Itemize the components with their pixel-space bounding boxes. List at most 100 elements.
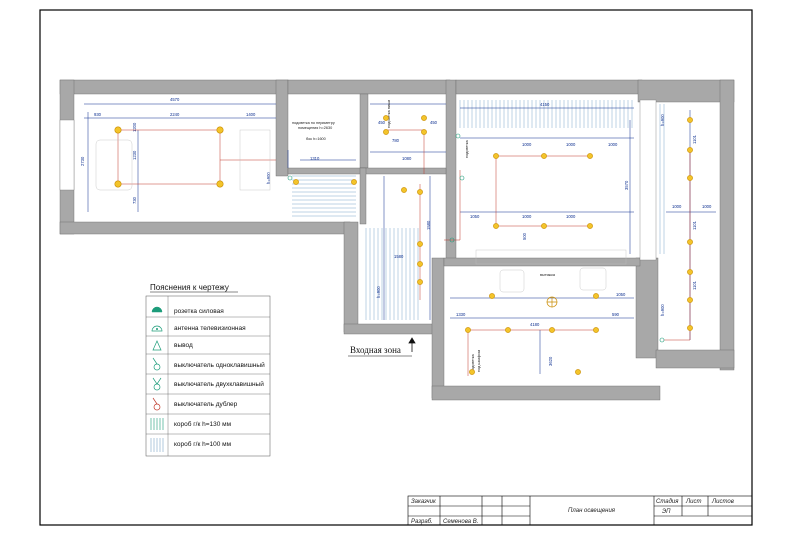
switch-single-icon	[153, 363, 161, 371]
dim-label: 1000	[522, 214, 532, 219]
switches	[287, 133, 665, 343]
switch-icon	[659, 337, 665, 343]
light-fixtures	[114, 115, 693, 375]
dim-label: 1580	[394, 254, 404, 259]
dim-label: 450	[430, 120, 438, 125]
light-fixture	[216, 180, 224, 188]
legend-label: розетка силовая	[174, 308, 224, 315]
legend-row: выключатель дублер	[146, 397, 270, 415]
wiring	[117, 129, 691, 376]
dim-label: 1000	[522, 142, 532, 147]
developer-name: Семенова В.	[443, 519, 478, 525]
niche-light-note: подсветка ниши	[387, 100, 391, 128]
dim-label: 4570	[170, 97, 180, 102]
under-cabinet-note: подсветка	[471, 353, 475, 372]
dim-label: 730	[132, 196, 137, 204]
legend-row: выключатель одноклавишный	[146, 357, 270, 375]
legend-title: Пояснения к чертежу	[150, 283, 229, 292]
dim-label: 1580	[426, 220, 431, 230]
legend-row: короб г/к h=130 мм	[146, 418, 270, 435]
dim-label: 930	[94, 112, 102, 117]
light-fixture	[587, 223, 593, 229]
light-fixture	[593, 327, 599, 333]
dim-label: 1230	[132, 150, 137, 160]
entrance-zone: Входная зона	[348, 337, 416, 357]
perimeter-light-note: помещения h=2630	[298, 126, 332, 130]
dim-label: 3620	[548, 356, 553, 366]
legend-label: короб г/к h=130 мм	[174, 420, 232, 428]
light-fixture	[216, 126, 224, 134]
under-cabinet-note: под шкафом	[477, 350, 481, 372]
dim-label: 2240	[170, 112, 180, 117]
light-fixture	[493, 153, 499, 159]
legend-label: антенна телевизионная	[174, 325, 246, 332]
light-fixture	[421, 129, 427, 135]
pendant-lamp	[546, 296, 558, 308]
entrance-arrow-icon	[408, 337, 416, 352]
legend-box	[145, 295, 271, 457]
outlet-lead-icon	[152, 340, 162, 351]
light-fixture	[417, 261, 423, 267]
light-fixture	[421, 115, 427, 121]
dim-label: 1101	[692, 280, 697, 290]
switch-icon	[449, 237, 455, 243]
stage-label: Стадия	[656, 499, 679, 505]
dim-label: 1000	[702, 204, 712, 209]
light-fixture	[541, 153, 547, 159]
light-fixture	[469, 369, 475, 375]
legend: Пояснения к чертежу розетка силовая анте…	[145, 283, 271, 457]
floor-plan: 4570 930 2240 1400 2730 1230 730 1200 45…	[59, 79, 735, 401]
switch-icon	[287, 175, 293, 181]
dim-label: 1080	[402, 156, 412, 161]
sheet-title: План освещения	[568, 508, 616, 514]
dim-label: 590	[612, 312, 620, 317]
switch-double-icon	[153, 383, 161, 391]
dim-label: 1000	[672, 204, 682, 209]
dim-label: 1101	[692, 134, 697, 144]
light-fixture	[465, 327, 471, 333]
dimension-lines	[84, 103, 716, 374]
light-fixture	[687, 175, 693, 181]
legend-label: выключатель одноклавишный	[174, 361, 265, 369]
windows	[59, 99, 657, 261]
switch-icon	[459, 175, 465, 181]
shelf-light-note: подсветка	[465, 139, 469, 158]
legend-row: антенна телевизионная	[146, 325, 270, 337]
light-fixture	[401, 187, 407, 193]
light-fixture	[489, 293, 495, 299]
dim-label: 2730	[80, 156, 85, 166]
light-fixture	[417, 189, 423, 195]
dim-label: 1000	[566, 142, 576, 147]
light-fixture	[687, 297, 693, 303]
light-fixture	[417, 241, 423, 247]
light-fixture	[351, 179, 357, 185]
legend-row: вывод	[146, 340, 270, 355]
dim-label: 1000	[608, 142, 618, 147]
light-fixture	[687, 147, 693, 153]
duct-130-icon	[150, 418, 164, 430]
legend-label: короб г/к h=100 мм	[174, 440, 232, 448]
walls	[59, 79, 735, 401]
dim-label: 450	[378, 120, 386, 125]
customer-label: Заказчик	[411, 499, 437, 505]
dim-label: 1200	[132, 122, 137, 132]
dim-label: 3570	[624, 180, 629, 190]
light-fixture	[687, 117, 693, 123]
sheet-label: Лист	[685, 499, 701, 505]
box-height-note: бок h=1600	[306, 137, 326, 141]
dim-label: 500	[522, 232, 527, 240]
switch-duplicate-icon	[153, 403, 161, 411]
dim-label: 1050	[616, 292, 626, 297]
light-fixture	[687, 325, 693, 331]
light-fixture	[114, 126, 122, 134]
plan-notes: подсветка по периметру помещения h=2630 …	[292, 100, 556, 372]
title-block-text: Заказчик Разраб. Семенова В. План освеще…	[411, 499, 734, 525]
legend-row: короб г/к h=100 мм	[150, 438, 232, 452]
dimension-labels: 4570 930 2240 1400 2730 1230 730 1200 45…	[80, 97, 712, 366]
dim-label: 1400	[246, 112, 256, 117]
stage-value: ЭП	[662, 509, 671, 515]
dim-label: h=900	[266, 172, 271, 184]
light-fixture	[587, 153, 593, 159]
duct-100-icon	[150, 438, 164, 452]
